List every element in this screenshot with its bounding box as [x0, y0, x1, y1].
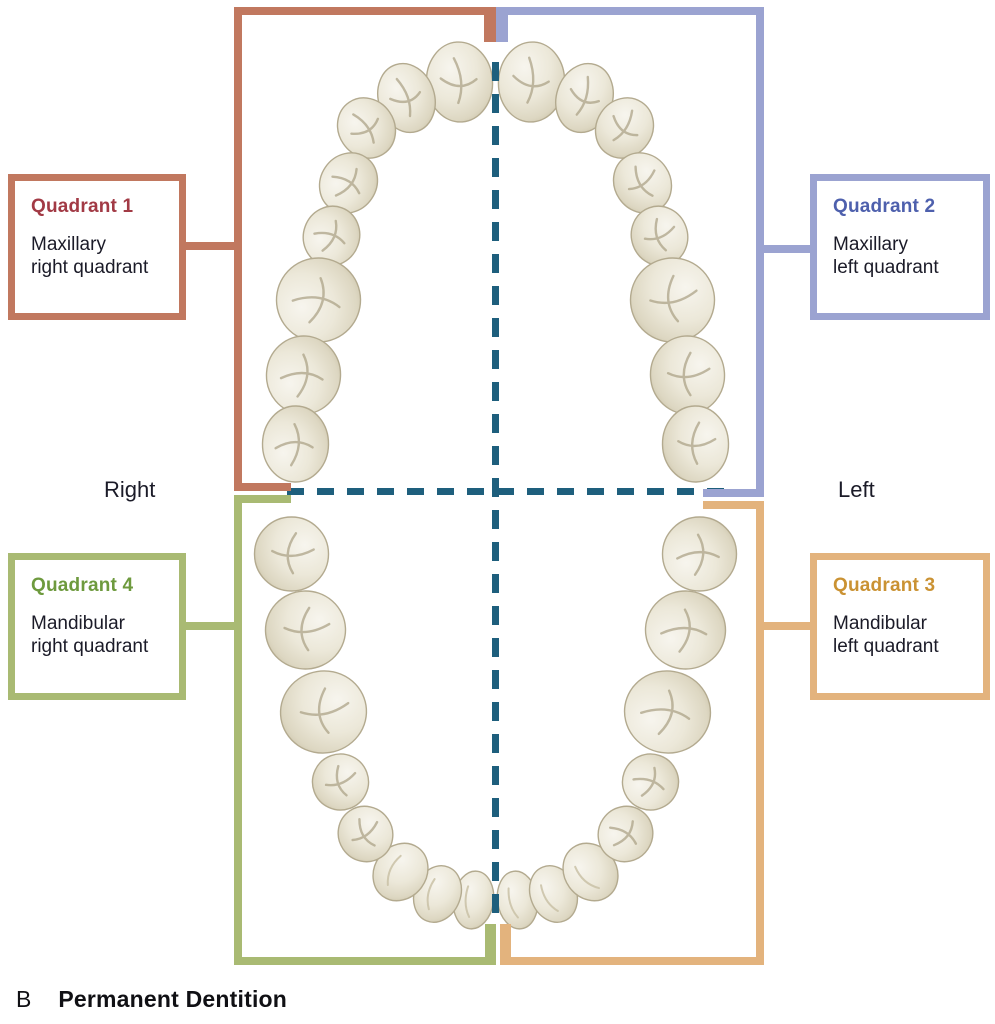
quadrant-2-label-box: Quadrant 2 Maxillary left quadrant: [810, 174, 990, 320]
quadrant-3-bracket-foot: [703, 501, 764, 509]
quadrant-4-label-box: Quadrant 4 Mandibular right quadrant: [8, 553, 186, 700]
quadrant-4-description-line2: right quadrant: [31, 635, 149, 657]
quadrant-1-bracket-top: [234, 7, 496, 15]
quadrant-1-description-line2: right quadrant: [31, 256, 149, 278]
quadrant-3-bracket-tab: [500, 924, 511, 957]
quadrant-1-description: Maxillary right quadrant: [31, 234, 163, 280]
quadrant-3-bracket-side: [756, 501, 764, 965]
quadrant-1-bracket-connector: [184, 242, 234, 250]
side-label-right: Right: [104, 477, 156, 502]
quadrant-3-description-line1: Mandibular: [833, 613, 927, 634]
mandibular-arch: [253, 516, 738, 930]
quadrant-2-description: Maxillary left quadrant: [833, 234, 967, 280]
quadrant-1-bracket-tab: [484, 7, 496, 42]
quadrant-4-description-line1: Mandibular: [31, 613, 125, 634]
side-label-left: Left: [838, 477, 875, 502]
quadrant-2-bracket-connector: [764, 245, 810, 253]
maxillary-arch: [261, 41, 730, 483]
quadrant-1-title: Quadrant 1: [31, 196, 134, 217]
quadrant-4-bracket-side: [234, 495, 242, 965]
quadrant-1-label-box: Quadrant 1 Maxillary right quadrant: [8, 174, 186, 320]
caption-letter: B: [16, 986, 32, 1012]
quadrant-4-description: Mandibular right quadrant: [31, 613, 163, 659]
quadrant-3-bracket-connector: [764, 622, 810, 630]
quadrant-1-bracket-side: [234, 7, 242, 491]
quadrant-4-bracket-tab: [485, 924, 496, 957]
quadrant-3-label-box: Quadrant 3 Mandibular left quadrant: [810, 553, 990, 700]
quadrant-3-title: Quadrant 3: [833, 575, 936, 596]
quadrant-2-description-line1: Maxillary: [833, 234, 908, 255]
quadrant-2-title: Quadrant 2: [833, 196, 936, 217]
quadrant-4-title: Quadrant 4: [31, 575, 134, 596]
midline-horizontal-dashed: [287, 488, 733, 495]
quadrant-2-bracket-foot: [703, 489, 764, 497]
quadrant-1-bracket-foot: [234, 483, 291, 491]
quadrant-3-bracket-bottom: [500, 957, 764, 965]
quadrant-2-bracket-side: [756, 7, 764, 497]
quadrant-3-description-line2: left quadrant: [833, 635, 939, 657]
quadrant-4-bracket-connector: [184, 622, 234, 630]
quadrant-3-description: Mandibular left quadrant: [833, 613, 967, 659]
quadrant-2-description-line2: left quadrant: [833, 256, 939, 278]
quadrant-4-bracket-bottom: [234, 957, 496, 965]
quadrant-1-description-line1: Maxillary: [31, 234, 106, 255]
caption-title: Permanent Dentition: [58, 986, 288, 1012]
quadrant-2-bracket-top: [496, 7, 764, 15]
quadrant-2-bracket-tab: [496, 7, 508, 42]
quadrant-4-bracket-foot: [234, 495, 291, 503]
figure-caption: B Permanent Dentition: [16, 986, 287, 1013]
